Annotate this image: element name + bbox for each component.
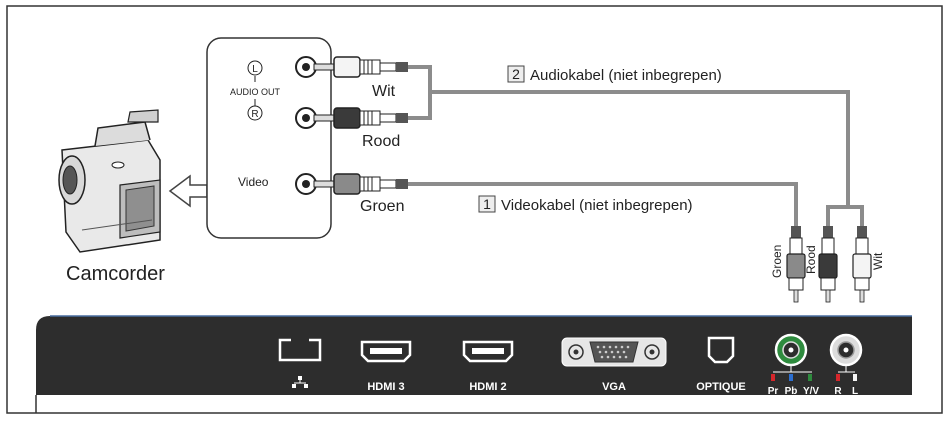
green-cable-label: Groen (360, 198, 404, 215)
video-cable (408, 182, 798, 228)
vga-label: VGA (602, 381, 626, 393)
optical-port (707, 336, 735, 364)
audio-cable-label: Audiokabel (niet inbegrepen) (530, 67, 722, 84)
tv-red-plug (818, 226, 838, 303)
component-yv-label: Y/V (803, 386, 819, 397)
audio-in-r-label: R (834, 386, 842, 397)
audio-in-l-label: L (852, 386, 858, 397)
camcorder-icon (58, 109, 161, 253)
white-cable-label: Wit (372, 83, 396, 100)
plug-red-label: Rood (804, 245, 818, 274)
camcorder-jack-left (295, 56, 317, 78)
network-port (278, 336, 322, 362)
audio-out-label: AUDIO OUT (230, 87, 281, 97)
audio-right-label: R (251, 109, 258, 120)
video-label: Video (238, 175, 269, 189)
component-pr-label: Pr (768, 386, 779, 397)
hdmi2-port (462, 340, 514, 363)
camcorder-jack-right (295, 107, 317, 129)
hdmi3-port (360, 340, 412, 363)
audio-left-label: L (252, 64, 258, 75)
audio-out-labels: L AUDIO OUT R (230, 60, 281, 121)
vga-port (561, 337, 667, 367)
hdmi2-label: HDMI 2 (469, 381, 506, 393)
white-rca-plug (313, 56, 408, 78)
plug-white-label: Wit (871, 252, 885, 270)
audio-cable-number-box (507, 65, 525, 83)
audio-cable (408, 65, 864, 228)
red-cable-label: Rood (362, 133, 400, 150)
plug-green-label: Groen (770, 245, 784, 278)
red-rca-plug (313, 107, 408, 129)
green-rca-plug (313, 173, 408, 195)
diagram-frame (6, 5, 943, 414)
component-jack (771, 333, 812, 381)
audio-in-jack (829, 333, 863, 381)
tv-white-plug (852, 226, 872, 303)
network-icon (292, 376, 308, 388)
video-cable-number: 1 (483, 196, 491, 212)
hdmi3-label: HDMI 3 (367, 381, 404, 393)
component-pb-label: Pb (785, 386, 798, 397)
direction-arrow-icon (168, 174, 208, 208)
video-cable-label: Videokabel (niet inbegrepen) (501, 197, 693, 214)
video-cable-number-box (478, 195, 496, 213)
tv-green-plug (786, 226, 806, 303)
camcorder-jack-video (295, 173, 317, 195)
audio-cable-number: 2 (512, 66, 520, 82)
camcorder-label: Camcorder (66, 263, 165, 285)
optical-label: OPTIQUE (696, 381, 746, 393)
